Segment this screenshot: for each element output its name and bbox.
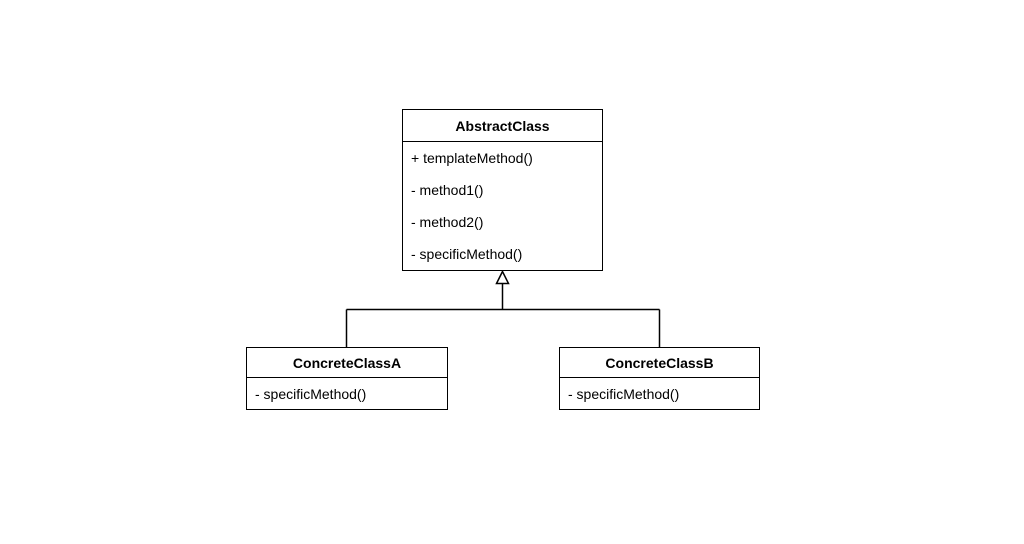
method-section-concrete-class-b: - specificMethod() — [560, 378, 759, 409]
class-box-concrete-class-b: ConcreteClassB - specificMethod() — [559, 347, 760, 410]
method-specific-method-a: - specificMethod() — [255, 385, 367, 402]
method-template-method: + templateMethod() — [411, 150, 533, 166]
generalization-triangle-icon — [495, 269, 510, 285]
method-specific-method-abstract: - specificMethod() — [411, 246, 523, 262]
method-method2: - method2() — [411, 214, 484, 230]
class-title-concrete-class-a: ConcreteClassA — [247, 348, 447, 378]
class-box-abstract-class: AbstractClass + templateMethod() - metho… — [402, 109, 603, 271]
method-specific-method-b: - specificMethod() — [568, 385, 680, 402]
method-method1: - method1() — [411, 182, 484, 198]
class-title-abstract-class: AbstractClass — [403, 110, 602, 142]
method-section-abstract-class: + templateMethod() - method1() - method2… — [403, 142, 602, 270]
method-section-concrete-class-a: - specificMethod() — [247, 378, 447, 409]
class-title-concrete-class-b: ConcreteClassB — [560, 348, 759, 378]
class-box-concrete-class-a: ConcreteClassA - specificMethod() — [246, 347, 448, 410]
